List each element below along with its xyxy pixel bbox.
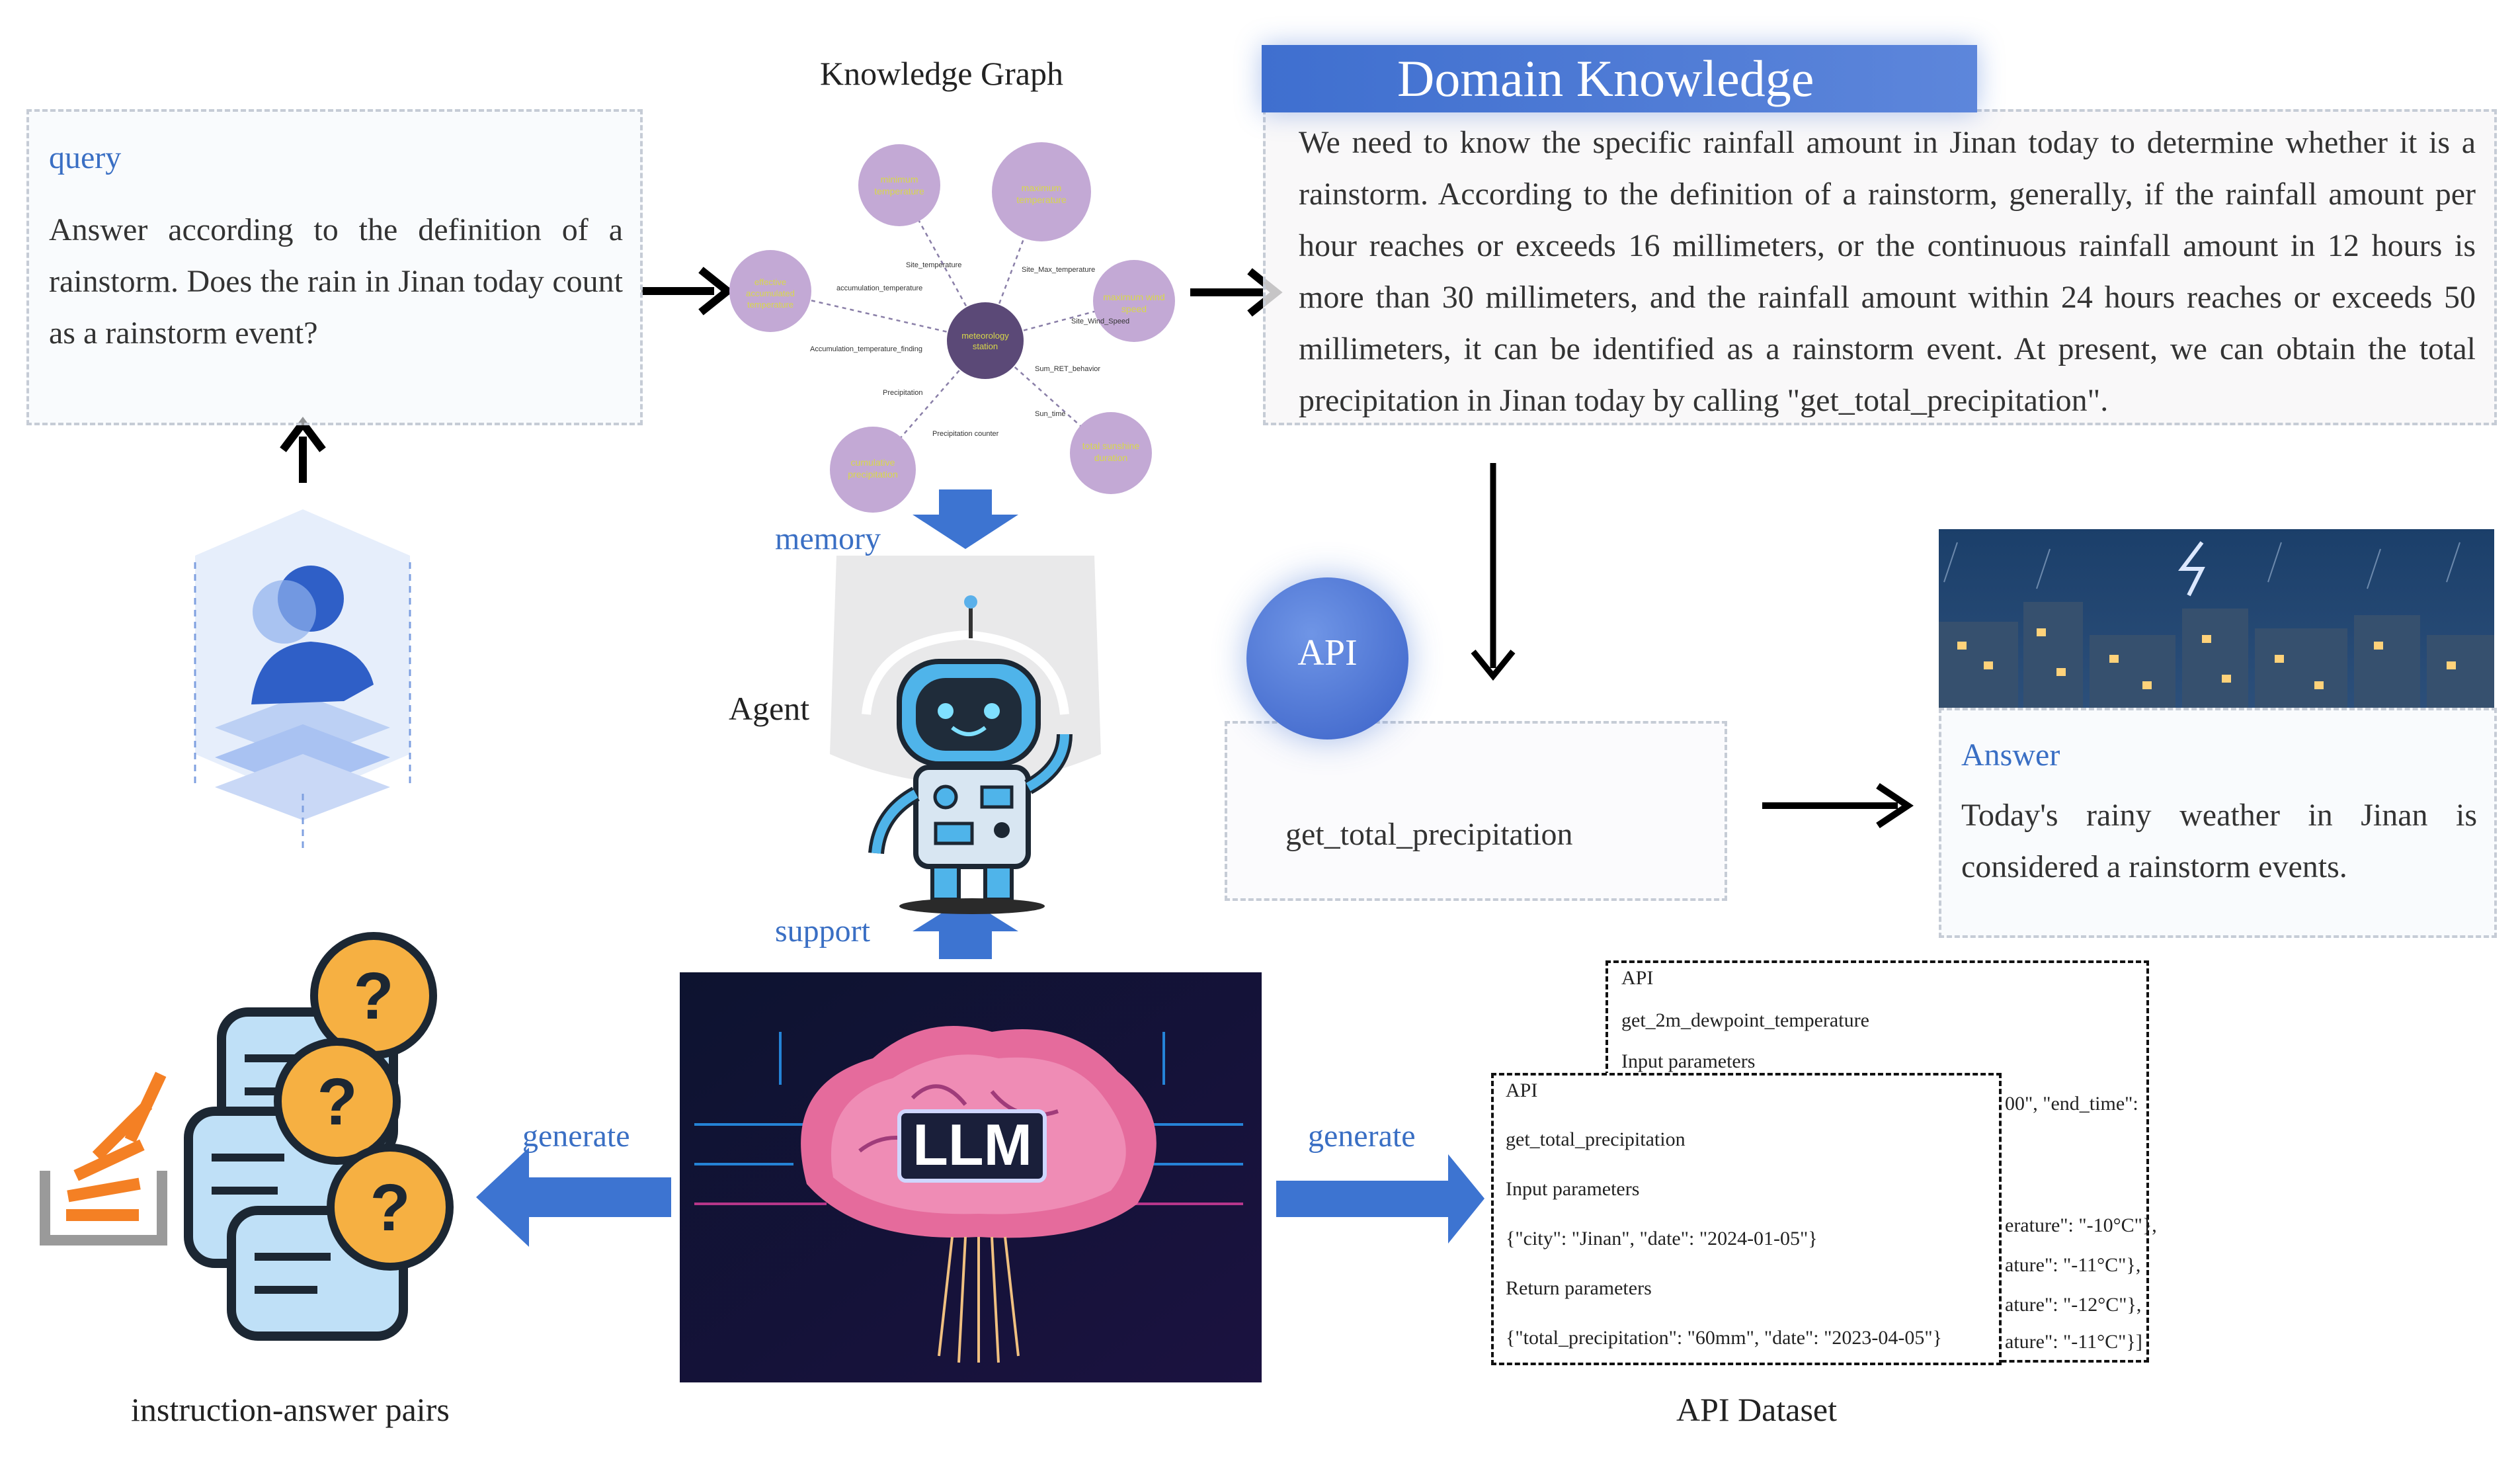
front-input-label: Input parameters [1506,1178,1640,1200]
chat-bubbles-icon: ? ? ? [184,932,454,1341]
support-label: support [775,913,870,949]
arrow-query-to-kg [641,267,734,316]
front-api-name: get_total_precipitation [1506,1128,1686,1150]
back-fragment: ature": "-11°C"}, [2005,1254,2141,1276]
kg-edge-label: Sum_RET_behavior [1035,365,1101,373]
agent-label: Agent [729,690,810,727]
rain-city-image [1939,529,2494,708]
query-label: query [49,140,122,175]
kg-edge-label: Site_temperature [906,261,962,269]
back-fragment: erature": "-10°C"}, [2005,1214,2157,1236]
generate-left-arrow [476,1148,671,1247]
kg-edge-label: Site_Max_temperature [1022,266,1096,274]
query-text: Answer according to the definition of a … [49,212,623,351]
kg-edge-label: Site_Wind_Speed [1071,317,1130,325]
domain-knowledge-box: We need to know the specific rainfall am… [1263,109,2497,425]
kg-edge-label: Precipitation [883,389,923,397]
kg-edge-label: Sun_time [1035,410,1066,418]
api-badge-text: API [1297,632,1358,673]
back-fragment: ature": "-11°C"}] [2005,1331,2142,1353]
kg-node-label: minimum temperature [874,174,924,196]
back-fragment: 00", "end_time": [2005,1093,2138,1115]
api-call-text: get_total_precipitation [1285,817,1573,852]
generate-left-label: generate [522,1119,630,1154]
answer-text: Today's rainy weather in Jinan is consid… [1961,798,2477,884]
stackoverflow-icon [40,1072,167,1246]
kg-node-label: cumulative precipitation [848,457,898,480]
knowledge-graph-title: Knowledge Graph [820,55,1063,92]
knowledge-graph [729,142,1175,513]
front-api-label: API [1506,1079,1538,1101]
api-call-box: get_total_precipitation [1225,721,1727,901]
generate-right-label: generate [1308,1119,1416,1154]
kg-center-label: meteorology station [961,331,1009,351]
instruction-answer-label: instruction-answer pairs [131,1391,450,1428]
llm-panel [680,972,1262,1382]
kg-edge-label: accumulation_temperature [836,284,923,292]
domain-knowledge-text: We need to know the specific rainfall am… [1299,125,2476,418]
memory-arrow [913,489,1018,549]
front-return-value: {"total_precipitation": "60mm", "date": … [1506,1327,1942,1349]
api-dataset-label: API Dataset [1676,1391,1837,1428]
arrow-user-to-query [280,417,326,483]
llm-label: LLM [913,1112,1032,1177]
svg-text:?: ? [317,1065,357,1139]
api-badge: API [1246,577,1408,740]
generate-right-arrow [1276,1154,1484,1244]
svg-text:?: ? [353,959,393,1033]
query-box: query Answer according to the definition… [26,109,643,425]
kg-node-label: maximum temperature [1016,183,1067,205]
back-fragment: ature": "-12°C"}, [2005,1294,2142,1316]
back-api-label: API [1621,967,1654,989]
robot-icon [830,556,1101,914]
arrow-api-to-answer [1762,782,1914,829]
domain-knowledge-title: Domain Knowledge [1397,50,1814,107]
kg-edge-label: Accumulation_temperature_finding [810,345,922,353]
back-input-label: Input parameters [1621,1050,1756,1072]
memory-label: memory [775,521,881,556]
svg-text:?: ? [370,1171,410,1245]
kg-node-label: total sunshine duration [1082,441,1140,463]
back-api-name: get_2m_dewpoint_temperature [1621,1009,1869,1031]
support-arrow [913,898,1018,959]
user-icon [194,509,411,853]
front-return-label: Return parameters [1506,1277,1652,1299]
api-dataset-front-card: API get_total_precipitation Input parame… [1491,1073,2002,1365]
domain-knowledge-banner: Domain Knowledge [1262,45,1977,112]
answer-box: Answer Today's rainy weather in Jinan is… [1939,708,2497,938]
arrow-domain-to-api [1471,463,1516,681]
kg-node-label: maximum wind speed [1103,292,1165,314]
front-input-value: {"city": "Jinan", "date": "2024-01-05"} [1506,1228,1818,1249]
kg-edge-label: Precipitation counter [932,430,999,438]
answer-label: Answer [1961,738,2060,773]
kg-node-label: effective accumulated temperature [746,277,795,310]
